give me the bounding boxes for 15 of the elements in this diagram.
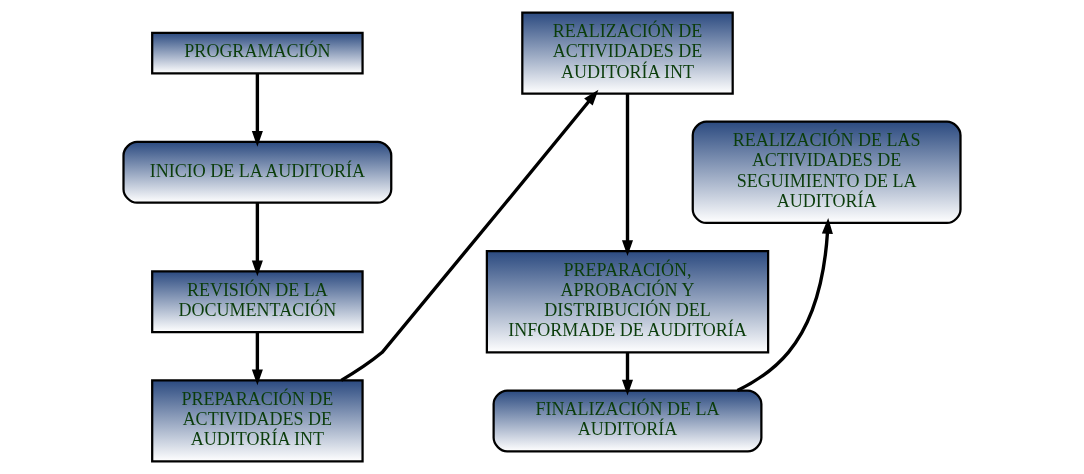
arrow (251, 332, 263, 386)
node-box: REALIZACIÓN DE LAS ACTIVIDADES DE SEGUIMIENTO DE LA AUDITORÍA (691, 120, 962, 225)
arrow (621, 352, 634, 396)
arrow (251, 73, 263, 147)
node-box: FINALIZACIÓN DE LA AUDITORÍA (492, 389, 763, 453)
node-box: REALIZACIÓN DE ACTIVIDADES DE AUDITORÍA INT (521, 11, 734, 95)
node-box: PROGRAMACIÓN (151, 31, 364, 75)
node-box: PREPARACIÓN DE ACTIVIDADES DE AUDITORÍA INT (151, 379, 364, 463)
arrow (251, 202, 263, 277)
node-box: REVISIÓN DE LA DOCUMENTACIÓN (151, 270, 364, 334)
arrow (621, 93, 634, 256)
arrow (736, 218, 833, 393)
node-box: PREPARACIÓN, APROBACIÓN Y DISTRIBUCIÓN DEL INFORMADE DE AUDITORÍA (485, 249, 770, 354)
arrow (340, 89, 599, 382)
node-box: INICIO DE LA AUDITORÍA (122, 140, 393, 204)
